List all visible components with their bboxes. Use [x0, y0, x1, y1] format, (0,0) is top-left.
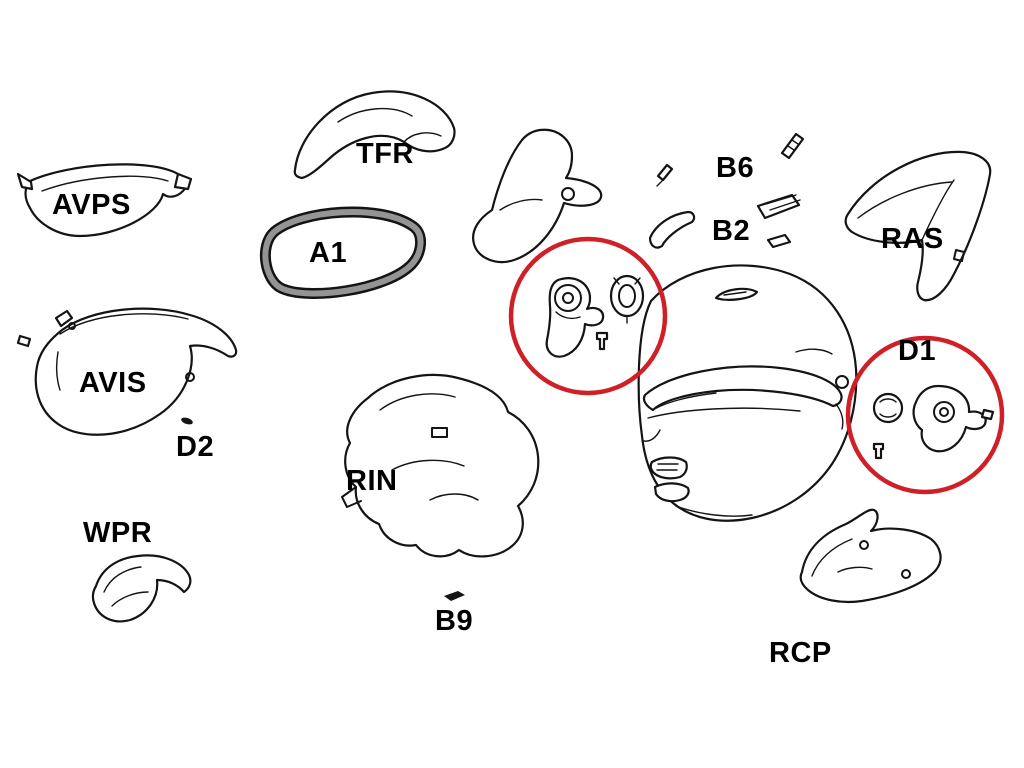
rin-part-drawing: [341, 373, 540, 558]
d1-parts-drawing: [872, 384, 995, 460]
part-label-b6: B6: [716, 152, 755, 184]
part-label-d2: D2: [176, 431, 215, 463]
highlight-circle-d1: [845, 335, 1005, 495]
part-label-b2: B2: [712, 215, 751, 247]
highlight-circle-visor-mechanism: [508, 236, 668, 396]
part-label-d1: D1: [898, 335, 937, 367]
part-label-avps: AVPS: [52, 189, 131, 221]
part-label-rcp: RCP: [769, 637, 832, 669]
part-label-wpr: WPR: [83, 517, 153, 549]
part-label-b9: B9: [435, 605, 474, 637]
a1-gasket-drawing: [259, 206, 426, 299]
avis-part-drawing: [16, 307, 238, 436]
wpr-part-drawing: [91, 554, 192, 623]
part-label-a1: A1: [309, 237, 348, 269]
b9-part-drawing: [444, 591, 465, 601]
helmet-drawing: [637, 264, 858, 522]
part-label-ras: RAS: [881, 223, 944, 255]
tfr-part-drawing: [293, 90, 456, 180]
part-label-avis: AVIS: [79, 367, 147, 399]
part-label-rin: RIN: [346, 465, 398, 497]
visor-mechanism-parts-drawing: [545, 274, 645, 358]
b2-parts-drawing: [648, 193, 801, 249]
chin-vent-part-drawing: [472, 128, 603, 264]
d2-part-drawing: [181, 417, 193, 425]
ras-part-drawing: [844, 150, 992, 302]
b6-screws-drawing: [656, 132, 805, 187]
part-label-tfr: TFR: [356, 138, 414, 170]
avps-part-drawing: [16, 163, 193, 238]
